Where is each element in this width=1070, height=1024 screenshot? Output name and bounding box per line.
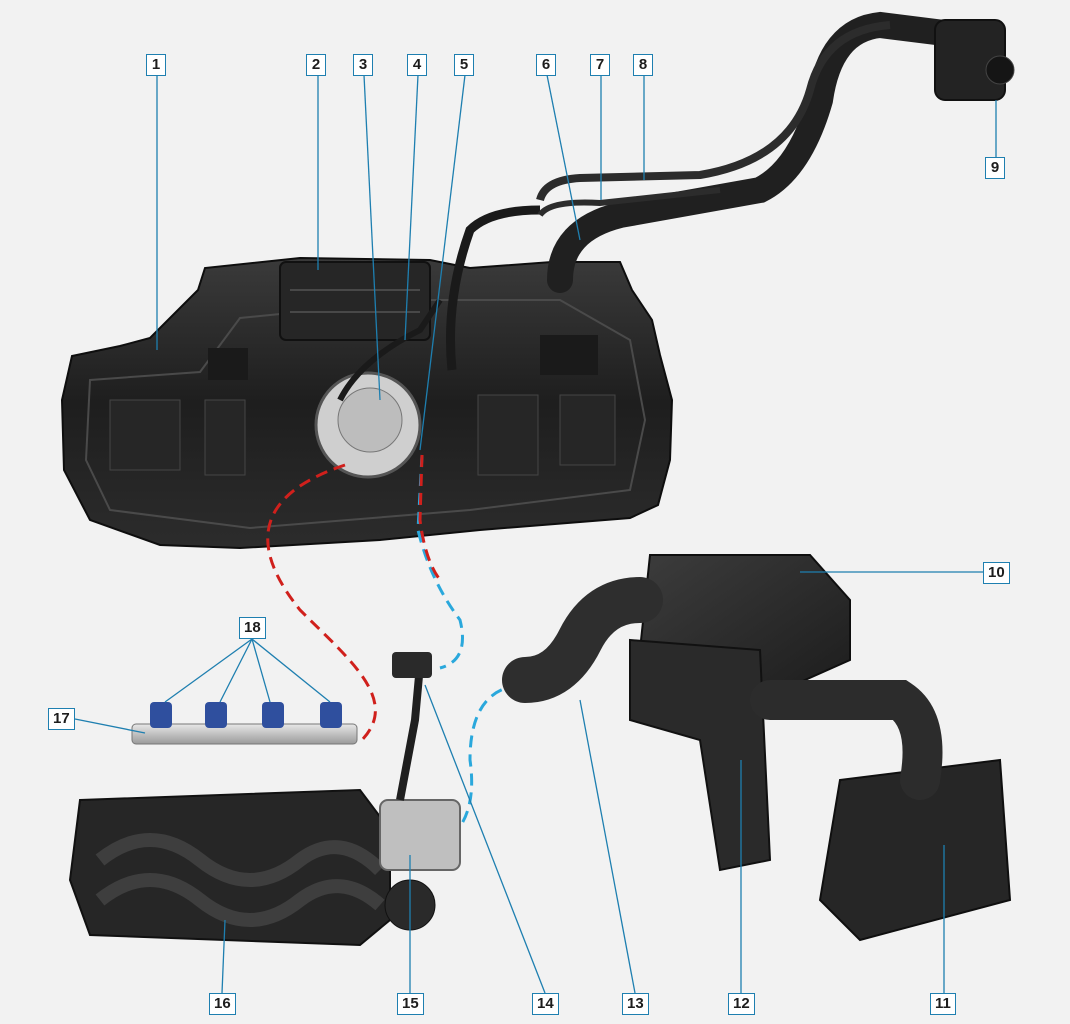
leader-lines bbox=[74, 74, 997, 994]
filler-neck-assembly bbox=[536, 11, 1015, 293]
injector-3 bbox=[262, 702, 284, 728]
air-filter-housing bbox=[629, 554, 1012, 942]
callout-13: 13 bbox=[622, 993, 649, 1015]
callout-14: 14 bbox=[532, 993, 559, 1015]
fuel-return-line bbox=[416, 454, 464, 670]
callout-3: 3 bbox=[353, 54, 373, 76]
callout-1: 1 bbox=[146, 54, 166, 76]
fuel-pump-module bbox=[314, 371, 422, 479]
fuel-supply-line bbox=[266, 463, 377, 742]
injector-4 bbox=[320, 702, 342, 728]
vapor-hose bbox=[337, 298, 443, 402]
callout-18: 18 bbox=[239, 617, 266, 639]
fuel-rail bbox=[131, 702, 358, 745]
callout-17: 17 bbox=[48, 708, 75, 730]
callout-9: 9 bbox=[985, 157, 1005, 179]
injector-1 bbox=[150, 702, 172, 728]
vent-hose bbox=[446, 205, 541, 371]
fuel-line-segment bbox=[418, 454, 442, 581]
intake-manifold bbox=[68, 788, 391, 947]
callout-16: 16 bbox=[209, 993, 236, 1015]
callout-12: 12 bbox=[728, 993, 755, 1015]
callout-15: 15 bbox=[397, 993, 424, 1015]
injector-2 bbox=[205, 702, 227, 728]
throttle-body bbox=[379, 799, 461, 931]
callout-8: 8 bbox=[633, 54, 653, 76]
callout-5: 5 bbox=[454, 54, 474, 76]
callout-6: 6 bbox=[536, 54, 556, 76]
callout-2: 2 bbox=[306, 54, 326, 76]
callout-10: 10 bbox=[983, 562, 1010, 584]
pressure-regulator bbox=[392, 652, 432, 801]
evap-canister bbox=[279, 261, 431, 341]
callout-11: 11 bbox=[930, 993, 956, 1015]
callout-7: 7 bbox=[590, 54, 610, 76]
intake-air-hose bbox=[502, 577, 663, 703]
callout-4: 4 bbox=[407, 54, 427, 76]
